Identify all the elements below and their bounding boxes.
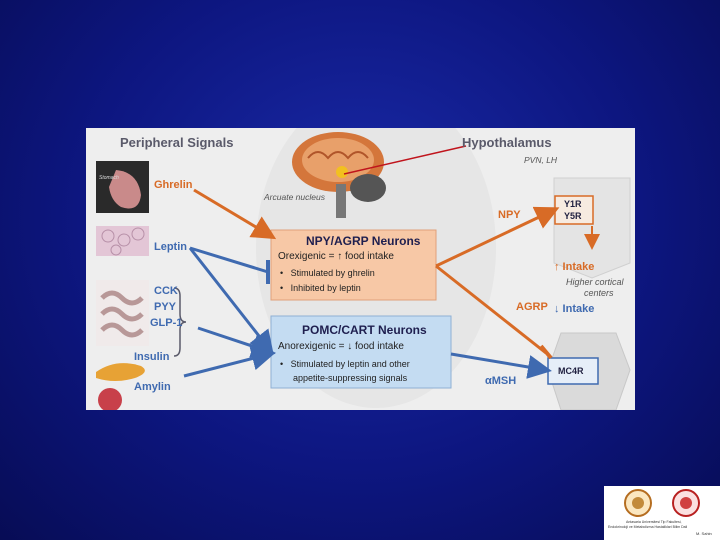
peripheral-signals-title: Peripheral Signals (120, 135, 234, 150)
mc4r-label: MC4R (558, 366, 584, 376)
stomach-label: Stomach (99, 175, 119, 181)
npy-box-line: Orexigenic = ↑ food intake (278, 251, 394, 262)
brain-icon (292, 132, 386, 218)
pvn-lh-label: PVN, LH (524, 155, 558, 165)
amsh-arrow (450, 352, 552, 379)
npy-bullet-1: • Stimulated by ghrelin (280, 268, 375, 278)
pomc-cart-box-bg (270, 315, 452, 389)
pomc-box-title: POMC/CART Neurons (302, 323, 427, 337)
logo-text-line-1: Antasaria Universitesi Tip Fakultesi, (626, 520, 682, 524)
intake-down-label: ↓ Intake (554, 303, 595, 315)
higher-centers-line-2: centers (584, 288, 614, 298)
insulin-amylin-arrow (183, 346, 276, 378)
logo-text-line-2: Endokrinoloji ve Metabolizma Hastaliklar… (608, 525, 688, 529)
mc4r-box (547, 357, 599, 385)
hypothalamus-appetite-diagram: Peripheral Signals Hypothalamus PVN, LH … (86, 128, 635, 410)
agrp-line (435, 264, 547, 355)
glp1-label: GLP-1 (150, 317, 183, 329)
npy-arrow (435, 206, 560, 268)
pyy-label: PYY (154, 301, 177, 313)
y1r-label: Y1R (564, 199, 582, 209)
insulin-label: Insulin (134, 351, 170, 363)
logo-text-line-3: M. Sahin (696, 531, 712, 536)
cck-label: CCK (154, 285, 178, 297)
y1r-y5r-box (554, 195, 594, 225)
intake-up-label: ↑ Intake (554, 261, 595, 273)
npy-box-title: NPY/AGRP Neurons (306, 234, 421, 248)
logo-emblems (624, 489, 700, 517)
npy-agrp-box-bg (270, 229, 437, 301)
gut-peptides-arrow (197, 326, 276, 358)
stomach-image (96, 161, 149, 213)
university-logo-panel: Antasaria Universitesi Tip Fakultesi, En… (604, 486, 720, 540)
agrp-label: AGRP (516, 301, 548, 313)
y5r-label: Y5R (564, 211, 582, 221)
leptin-arrow (188, 247, 274, 355)
ghrelin-arrow (193, 188, 277, 240)
npy-label: NPY (498, 209, 521, 221)
pancreas-image (96, 363, 145, 410)
npy-bullet-2: • Inhibited by leptin (280, 283, 361, 293)
pomc-box-line: Anorexigenic = ↓ food intake (278, 341, 404, 352)
pointer-line (343, 145, 467, 175)
brace (173, 287, 187, 357)
adipose-tissue-image (96, 226, 149, 256)
diagram-graphics (96, 128, 631, 410)
higher-centers-line-1: Higher cortical (566, 277, 624, 287)
arcuate-nucleus-label: Arcuate nucleus (264, 192, 325, 202)
hypothalamus-title: Hypothalamus (462, 135, 552, 150)
pomc-bullet-2: appetite-suppressing signals (293, 373, 408, 383)
leptin-label: Leptin (154, 241, 187, 253)
pomc-bullet-1: • Stimulated by leptin and other (280, 359, 410, 369)
ghrelin-label: Ghrelin (154, 179, 193, 191)
leptin-inhibit-line (189, 246, 269, 274)
amsh-label: αMSH (485, 375, 517, 387)
amylin-label: Amylin (134, 381, 171, 393)
intestine-image (96, 280, 149, 346)
